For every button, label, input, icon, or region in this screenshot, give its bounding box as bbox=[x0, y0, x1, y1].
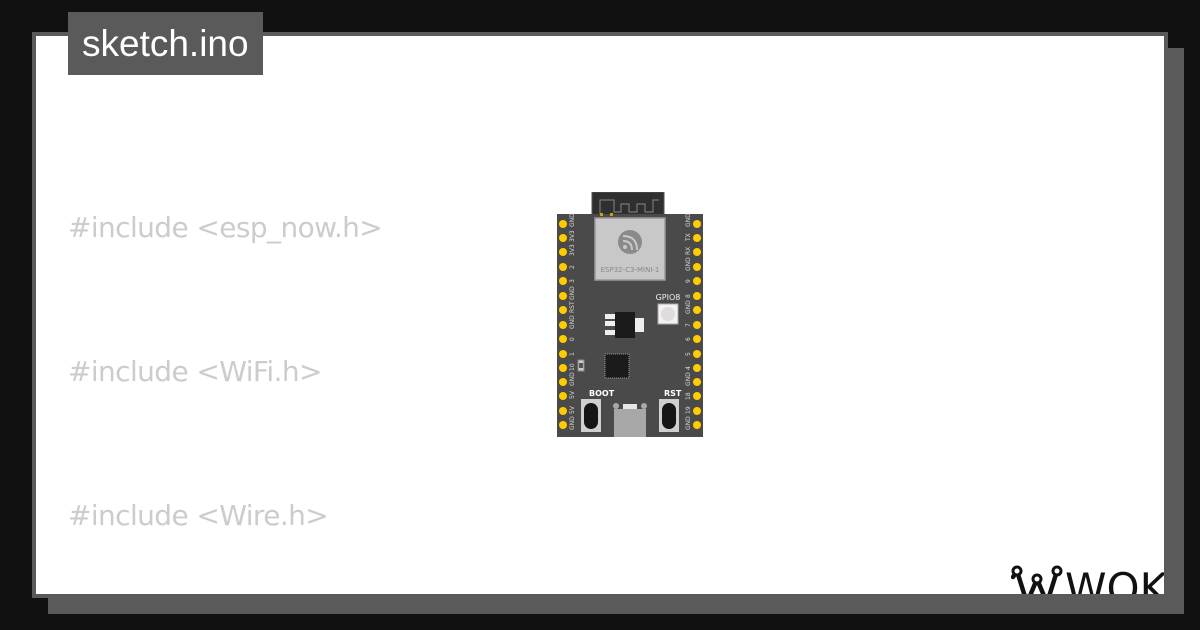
led-label: GPIO8 bbox=[656, 293, 681, 302]
wokwi-logo: WOKWi bbox=[1011, 564, 1168, 598]
file-tab[interactable]: sketch.ino bbox=[68, 12, 263, 75]
right-header-pins bbox=[693, 220, 701, 429]
svg-text:7: 7 bbox=[685, 323, 692, 327]
usb-port bbox=[614, 409, 646, 437]
svg-text:5V: 5V bbox=[569, 390, 576, 399]
module-label: ESP32-C3-MINI-1 bbox=[601, 266, 660, 274]
svg-text:18: 18 bbox=[685, 392, 692, 400]
reset-button[interactable] bbox=[662, 403, 676, 429]
svg-text:0: 0 bbox=[569, 337, 576, 341]
svg-text:4: 4 bbox=[685, 366, 692, 370]
rst-label: RST bbox=[664, 389, 682, 398]
left-header-pins bbox=[559, 220, 567, 429]
svg-text:GND: GND bbox=[569, 286, 576, 300]
svg-text:RX: RX bbox=[685, 247, 692, 255]
svg-text:GND: GND bbox=[685, 416, 692, 430]
code-line: #include <WiFi.h> bbox=[68, 355, 322, 388]
code-snippet: #include <esp_now.h> #include <WiFi.h> #… bbox=[68, 108, 652, 594]
svg-text:GND: GND bbox=[569, 315, 576, 329]
svg-text:GND: GND bbox=[685, 257, 692, 271]
logo-text: WOKWi bbox=[1065, 564, 1168, 598]
svg-text:5V: 5V bbox=[569, 405, 576, 414]
svg-text:2: 2 bbox=[569, 265, 576, 269]
boot-label: BOOT bbox=[589, 389, 615, 398]
svg-text:3V3: 3V3 bbox=[569, 230, 576, 242]
svg-text:8: 8 bbox=[685, 294, 692, 298]
svg-text:3: 3 bbox=[569, 279, 576, 283]
pin-labels: GND 3V3 3V3 2 3 GND RST GND 0 1 10 GND 5… bbox=[569, 213, 692, 430]
svg-text:GND: GND bbox=[685, 213, 692, 227]
svg-text:GND: GND bbox=[569, 213, 576, 227]
svg-text:19: 19 bbox=[685, 406, 692, 414]
boot-button[interactable] bbox=[584, 403, 598, 429]
svg-text:3V3: 3V3 bbox=[569, 244, 576, 256]
svg-text:TX: TX bbox=[685, 233, 692, 242]
svg-text:9: 9 bbox=[685, 279, 692, 283]
svg-text:GND: GND bbox=[569, 416, 576, 430]
svg-text:GND: GND bbox=[569, 372, 576, 386]
svg-text:GND: GND bbox=[685, 372, 692, 386]
svg-text:5: 5 bbox=[685, 352, 692, 356]
svg-text:RST: RST bbox=[569, 301, 576, 313]
svg-text:10: 10 bbox=[569, 363, 576, 371]
code-line: #include <Wire.h> bbox=[68, 499, 329, 532]
svg-text:GND: GND bbox=[685, 300, 692, 314]
code-line: #include <esp_now.h> bbox=[68, 211, 383, 244]
esp32-c3-board[interactable]: ESP32-C3-MINI-1 GPIO8 BOOT RST GND 3V bbox=[557, 192, 703, 437]
svg-text:6: 6 bbox=[685, 337, 692, 341]
svg-text:1: 1 bbox=[569, 352, 576, 356]
